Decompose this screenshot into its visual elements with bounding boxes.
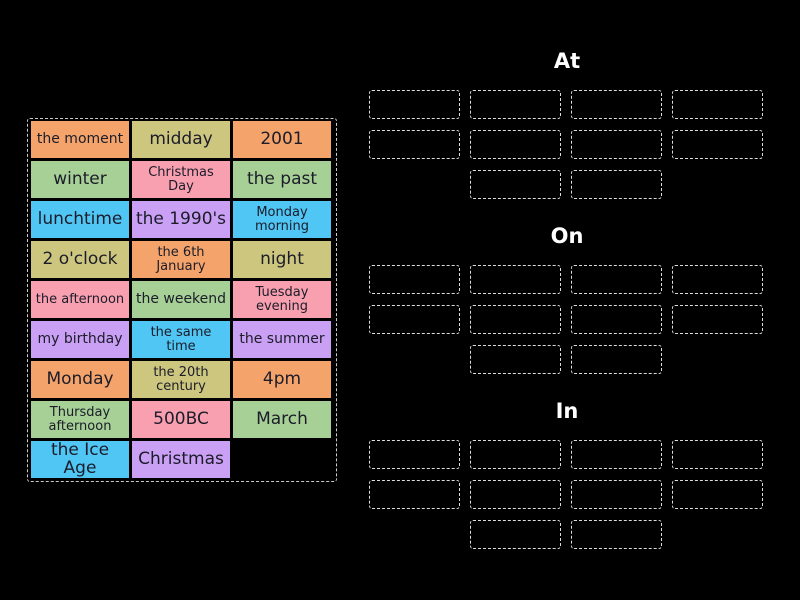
draggable-tile[interactable]: 4pm [233,361,331,398]
draggable-tile[interactable]: the 6th January [132,241,230,278]
drop-slot[interactable] [369,90,460,119]
draggable-tile[interactable]: 2001 [233,121,331,158]
drop-slot[interactable] [571,345,662,374]
draggable-tile[interactable]: winter [31,161,129,198]
drop-slot[interactable] [470,265,561,294]
drop-slot[interactable] [470,520,561,549]
tile-pool [27,118,337,482]
draggable-tile[interactable]: Monday [31,361,129,398]
draggable-tile[interactable]: the moment [31,121,129,158]
drop-slot[interactable] [571,265,662,294]
draggable-tile[interactable]: Monday morning [233,201,331,238]
group-heading: At [553,49,581,73]
draggable-tile[interactable]: Christmas [132,441,230,478]
drop-slot[interactable] [571,305,662,334]
group-heading: On [550,224,584,248]
drop-slot[interactable] [571,170,662,199]
drop-slot[interactable] [470,305,561,334]
drop-slot[interactable] [571,440,662,469]
draggable-tile[interactable]: Tuesday evening [233,281,331,318]
group-heading: In [555,399,579,423]
drop-slot[interactable] [470,345,561,374]
draggable-tile[interactable]: the 20th century [132,361,230,398]
draggable-tile[interactable]: March [233,401,331,438]
drop-slot[interactable] [369,480,460,509]
draggable-tile[interactable]: the past [233,161,331,198]
drop-slot[interactable] [672,305,763,334]
drop-slot[interactable] [672,265,763,294]
drop-slot[interactable] [369,305,460,334]
drop-slot[interactable] [470,90,561,119]
draggable-tile[interactable]: lunchtime [31,201,129,238]
draggable-tile[interactable]: Thursday afternoon [31,401,129,438]
drop-slot[interactable] [672,130,763,159]
draggable-tile[interactable]: the 1990's [132,201,230,238]
drop-slot[interactable] [672,90,763,119]
draggable-tile[interactable]: the afternoon [31,281,129,318]
draggable-tile[interactable]: Christmas Day [132,161,230,198]
draggable-tile[interactable]: the Ice Age [31,441,129,478]
draggable-tile[interactable]: midday [132,121,230,158]
drop-slot[interactable] [571,130,662,159]
drop-slot[interactable] [369,130,460,159]
drop-slot[interactable] [672,440,763,469]
drop-slot[interactable] [470,480,561,509]
draggable-tile[interactable]: my birthday [31,321,129,358]
draggable-tile[interactable]: 500BC [132,401,230,438]
draggable-tile[interactable]: the same time [132,321,230,358]
draggable-tile[interactable]: night [233,241,331,278]
drop-slot[interactable] [672,480,763,509]
drop-slot[interactable] [369,440,460,469]
drop-slot[interactable] [470,130,561,159]
drop-slot[interactable] [470,170,561,199]
drop-slot[interactable] [571,520,662,549]
draggable-tile[interactable]: the weekend [132,281,230,318]
drop-slot[interactable] [571,90,662,119]
draggable-tile[interactable]: the summer [233,321,331,358]
drop-slot[interactable] [470,440,561,469]
draggable-tile[interactable]: 2 o'clock [31,241,129,278]
drop-slot[interactable] [571,480,662,509]
drop-slot[interactable] [369,265,460,294]
